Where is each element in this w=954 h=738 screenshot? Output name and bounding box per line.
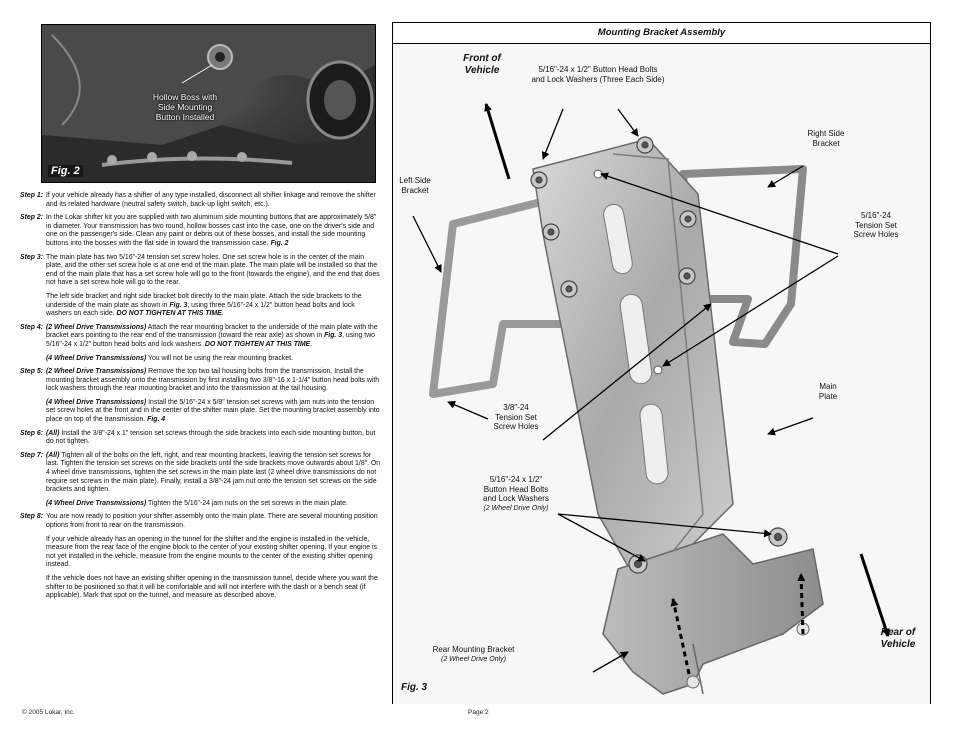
step-label: Step 5:	[20, 368, 43, 376]
step-item: Step 3:The main plate has two 5/16"-24 t…	[20, 254, 382, 319]
step-label: Step 1:	[20, 192, 43, 199]
step-label: Step 6:	[20, 429, 43, 437]
step-label: Step 8:	[20, 513, 43, 521]
rear-direction-arrow	[859, 553, 890, 637]
rear-mounting-bracket-label: Rear Mounting Bracket (2 Wheel Drive Onl…	[432, 645, 515, 663]
body-text: , using three 5/16"-24 x 1/2" button hea…	[46, 301, 355, 318]
step-paragraph: You are now ready to position your shift…	[46, 513, 382, 530]
step-item: Step 1:If your vehicle already has a shi…	[20, 192, 382, 209]
step-body: (All) Tighten all of the bolts on the le…	[46, 452, 382, 509]
body-text: Tighten all of the bolts on the left, ri…	[46, 451, 381, 494]
tension-set-screw-holes-3-8-label: 3/8"-24 Tension Set Screw Holes	[493, 403, 539, 431]
step-body: (2 Wheel Drive Transmissions) Attach the…	[46, 324, 382, 363]
step-paragraph: If your vehicle already has an opening i…	[46, 536, 382, 570]
step-label: Step 3:	[20, 253, 43, 261]
body-text: , using two 5/16"-24 x 1/2" button head …	[46, 332, 376, 348]
step-paragraph: (4 Wheel Drive Transmissions) You will n…	[46, 355, 382, 364]
step-body: (2 Wheel Drive Transmissions) Remove the…	[46, 368, 382, 425]
button-head-bolts-top-label: 5/16"-24 x 1/2" Button Head Bolts and Lo…	[531, 65, 665, 84]
emphasis-text: DO NOT TIGHTEN AT THIS TIME	[116, 310, 222, 318]
left-side-bracket-label: Left Side Bracket	[399, 176, 431, 195]
right-side-bracket-label: Right Side Bracket	[807, 129, 845, 148]
emphasis-text: (2 Wheel Drive Transmissions)	[46, 323, 147, 331]
step-item: Step 7:(All) Tighten all of the bolts on…	[20, 452, 382, 509]
step-body: You are now ready to position your shift…	[46, 513, 382, 600]
step-label: Step 2:	[20, 214, 43, 222]
copyright-footer: © 2005 Lokar, Inc.	[22, 709, 75, 716]
fig2-label: Fig. 2	[48, 165, 83, 177]
step-body: In the Lokar shifter kit you are supplie…	[46, 214, 382, 248]
front-direction-arrow	[484, 103, 511, 180]
emphasis-text: (2 Wheel Drive Transmissions)	[46, 368, 147, 376]
rear-mounting-bracket-shape	[602, 533, 824, 695]
emphasis-text: (All)	[46, 429, 60, 437]
installation-steps: Step 1:If your vehicle already has a shi…	[20, 192, 382, 606]
emphasis-text: DO NOT TIGHTEN AT THIS TIME	[204, 340, 311, 348]
body-text: Attach the rear mounting bracket to the …	[46, 323, 378, 340]
hollow-boss-label: Hollow Boss with Side Mounting Button In…	[152, 92, 218, 122]
step-paragraph: If the vehicle does not have an existing…	[46, 575, 382, 601]
step-item: Step 5:(2 Wheel Drive Transmissions) Rem…	[20, 368, 382, 425]
emphasis-text: (4 Wheel Drive Transmissions)	[46, 499, 147, 507]
step-label: Step 4:	[20, 323, 43, 331]
emphasis-text: (4 Wheel Drive Transmissions)	[46, 398, 147, 406]
step-item: Step 6:(All) Install the 3/8"-24 x 1" te…	[20, 430, 382, 447]
body-text: If your vehicle already has an opening i…	[46, 535, 377, 569]
body-text: Remove the top two tail housing bolts fr…	[46, 368, 380, 393]
body-text: .	[221, 310, 224, 318]
step-item: Step 2:In the Lokar shifter kit you are …	[20, 214, 382, 248]
step-body: The main plate has two 5/16"-24 tension …	[46, 254, 382, 319]
step-body: If your vehicle already has a shifter of…	[46, 192, 382, 209]
page-number: Page 2	[468, 709, 489, 716]
step-paragraph: (4 Wheel Drive Transmissions) Tighten th…	[46, 500, 382, 509]
step-paragraph: (All) Tighten all of the bolts on the le…	[46, 452, 382, 495]
step-body: (All) Install the 3/8"-24 x 1" tension s…	[46, 430, 382, 447]
step-paragraph: (All) Install the 3/8"-24 x 1" tension s…	[46, 430, 382, 447]
button-head-bolts-bottom-label: 5/16"-24 x 1/2" Button Head Bolts and Lo…	[483, 475, 549, 512]
body-text: The left side bracket and right side bra…	[46, 292, 362, 309]
step-label: Step 7:	[20, 451, 43, 459]
step-paragraph: If your vehicle already has a shifter of…	[46, 192, 382, 209]
fig3-label: Fig. 3	[401, 682, 428, 693]
body-text: In the Lokar shifter kit you are supplie…	[46, 214, 377, 247]
body-text: If your vehicle already has a shifter of…	[46, 192, 376, 208]
figure-title: Mounting Bracket Assembly	[393, 23, 930, 44]
step-paragraph: The main plate has two 5/16"-24 tension …	[46, 254, 382, 288]
body-text: .	[310, 340, 313, 348]
body-text: You are now ready to position your shift…	[46, 513, 378, 529]
emphasis-text: Fig. 3	[169, 301, 188, 309]
step-paragraph: (2 Wheel Drive Transmissions) Attach the…	[46, 324, 382, 350]
emphasis-text: Fig. 2	[270, 239, 289, 247]
emphasis-text: Fig. 4	[147, 416, 166, 424]
front-of-vehicle-label: Front of Vehicle	[463, 53, 501, 76]
step-item: Step 8:You are now ready to position you…	[20, 513, 382, 600]
body-text: Install the 3/8"-24 x 1" tension set scr…	[46, 429, 376, 446]
step-paragraph: (4 Wheel Drive Transmissions) Install th…	[46, 399, 382, 425]
emphasis-text: (4 Wheel Drive Transmissions)	[46, 354, 147, 362]
bracket-assembly-illustration	[393, 44, 930, 704]
step-item: Step 4:(2 Wheel Drive Transmissions) Att…	[20, 324, 382, 363]
step-paragraph: In the Lokar shifter kit you are supplie…	[46, 214, 382, 248]
body-text: The main plate has two 5/16"-24 tension …	[46, 253, 380, 287]
body-text: Install the 5/16"-24 x 5/8" tension set …	[46, 398, 380, 424]
body-text: If the vehicle does not have an existing…	[46, 574, 378, 600]
emphasis-text: Fig. 3	[324, 332, 343, 340]
step-paragraph: (2 Wheel Drive Transmissions) Remove the…	[46, 368, 382, 394]
body-text: Tighten the 5/16"-24 jam nuts on the set…	[146, 499, 348, 507]
fig2-photo: Hollow Boss with Side Mounting Button In…	[41, 24, 376, 183]
transmission-photo-illustration	[42, 25, 375, 182]
tension-set-screw-holes-5-16-label: 5/16"-24 Tension Set Screw Holes	[853, 211, 899, 239]
mounting-bracket-figure: Mounting Bracket Assembly	[392, 22, 931, 704]
rear-of-vehicle-label: Rear of Vehicle	[880, 627, 916, 650]
emphasis-text: (All)	[46, 451, 60, 459]
main-plate-label: Main Plate	[818, 382, 838, 401]
step-paragraph: The left side bracket and right side bra…	[46, 293, 382, 319]
body-text: You will not be using the rear mounting …	[146, 354, 293, 362]
